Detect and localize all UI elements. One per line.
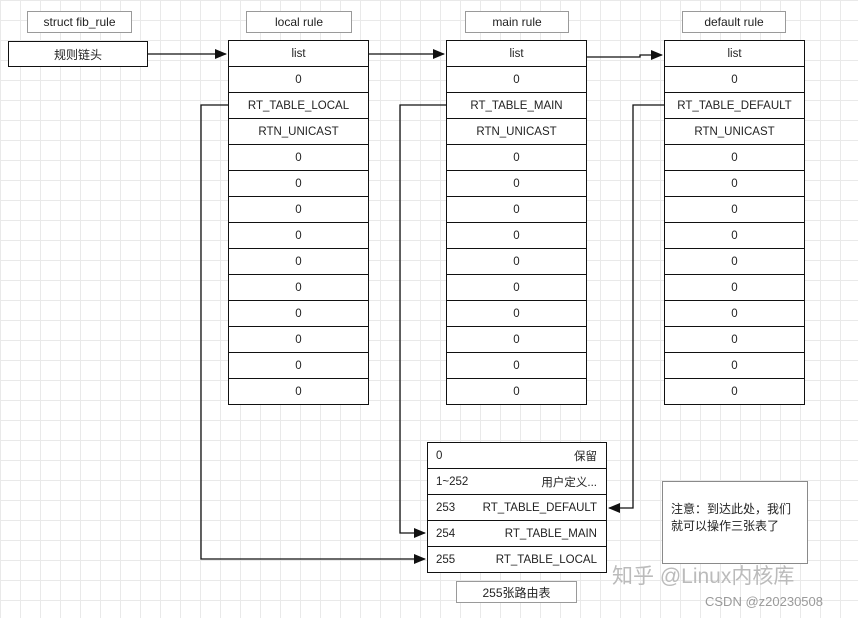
rule-field: 0 xyxy=(229,353,368,379)
table-id: 0 xyxy=(436,449,443,462)
routing-table-row: 0 保留 xyxy=(428,443,606,469)
rule-field: 0 xyxy=(665,327,804,353)
rule-field: 0 xyxy=(447,249,586,275)
watermark: 知乎 @Linux内核库 xyxy=(612,565,795,588)
rule-field: RTN_UNICAST xyxy=(447,119,586,145)
routing-table-row: 255 RT_TABLE_LOCAL xyxy=(428,547,606,573)
rule-field: 0 xyxy=(229,301,368,327)
rule-field: 0 xyxy=(229,145,368,171)
main-rule-label: main rule xyxy=(465,11,569,33)
rule-field: 0 xyxy=(229,379,368,405)
rule-field: RT_TABLE_DEFAULT xyxy=(665,93,804,119)
rule-field: 0 xyxy=(447,67,586,93)
rule-field: 0 xyxy=(665,379,804,405)
routing-table-row: 254 RT_TABLE_MAIN xyxy=(428,521,606,547)
rule-field: 0 xyxy=(229,67,368,93)
rule-field: 0 xyxy=(229,197,368,223)
rule-field: 0 xyxy=(665,145,804,171)
rule-field: RT_TABLE_LOCAL xyxy=(229,93,368,119)
rule-field: 0 xyxy=(665,249,804,275)
rule-field: 0 xyxy=(447,223,586,249)
rule-field: 0 xyxy=(447,301,586,327)
rule-field: 0 xyxy=(229,223,368,249)
rule-field: 0 xyxy=(447,171,586,197)
rule-field: 0 xyxy=(665,171,804,197)
tables-caption: 255张路由表 xyxy=(456,581,577,603)
rule-field: 0 xyxy=(229,171,368,197)
csdn-credit: CSDN @z20230508 xyxy=(705,594,823,609)
rule-field: 0 xyxy=(447,145,586,171)
rule-field: 0 xyxy=(665,197,804,223)
rule-field: RT_TABLE_MAIN xyxy=(447,93,586,119)
rule-field: 0 xyxy=(229,275,368,301)
rule-field: 0 xyxy=(665,275,804,301)
routing-table-row: 1~252 用户定义... xyxy=(428,469,606,495)
rule-field: RTN_UNICAST xyxy=(229,119,368,145)
rule-field: 0 xyxy=(665,353,804,379)
default-rule-label: default rule xyxy=(682,11,786,33)
rule-field: 0 xyxy=(665,67,804,93)
struct-fib-rule-label: struct fib_rule xyxy=(27,11,132,33)
rule-field: 0 xyxy=(447,327,586,353)
rule-field: 0 xyxy=(229,327,368,353)
table-name: RT_TABLE_DEFAULT xyxy=(482,501,597,514)
table-name: RT_TABLE_MAIN xyxy=(504,527,597,540)
note-box: 注意：到达此处，我们就可以操作三张表了 xyxy=(662,481,808,564)
rule-field: 0 xyxy=(665,301,804,327)
rule-field: list xyxy=(229,41,368,67)
table-id: 254 xyxy=(436,527,456,540)
rule-field: RTN_UNICAST xyxy=(665,119,804,145)
table-id: 1~252 xyxy=(436,475,469,488)
table-name: 用户定义... xyxy=(541,476,597,489)
chain-arrow-main-to-default xyxy=(587,50,663,60)
table-name: RT_TABLE_LOCAL xyxy=(495,553,597,566)
rule-field: 0 xyxy=(665,223,804,249)
rule-chain-head: 规则链头 xyxy=(8,41,148,67)
routing-table-row: 253 RT_TABLE_DEFAULT xyxy=(428,495,606,521)
table-id: 255 xyxy=(436,553,456,566)
rule-field: 0 xyxy=(447,197,586,223)
rule-field: 0 xyxy=(447,275,586,301)
table-name: 保留 xyxy=(574,450,597,463)
rule-field: list xyxy=(447,41,586,67)
rule-field: 0 xyxy=(229,249,368,275)
default-table-pointer xyxy=(608,104,664,513)
rule-field: 0 xyxy=(447,379,586,405)
rule-field: 0 xyxy=(447,353,586,379)
local-rule-label: local rule xyxy=(246,11,352,33)
table-id: 253 xyxy=(436,501,456,514)
rule-field: list xyxy=(665,41,804,67)
